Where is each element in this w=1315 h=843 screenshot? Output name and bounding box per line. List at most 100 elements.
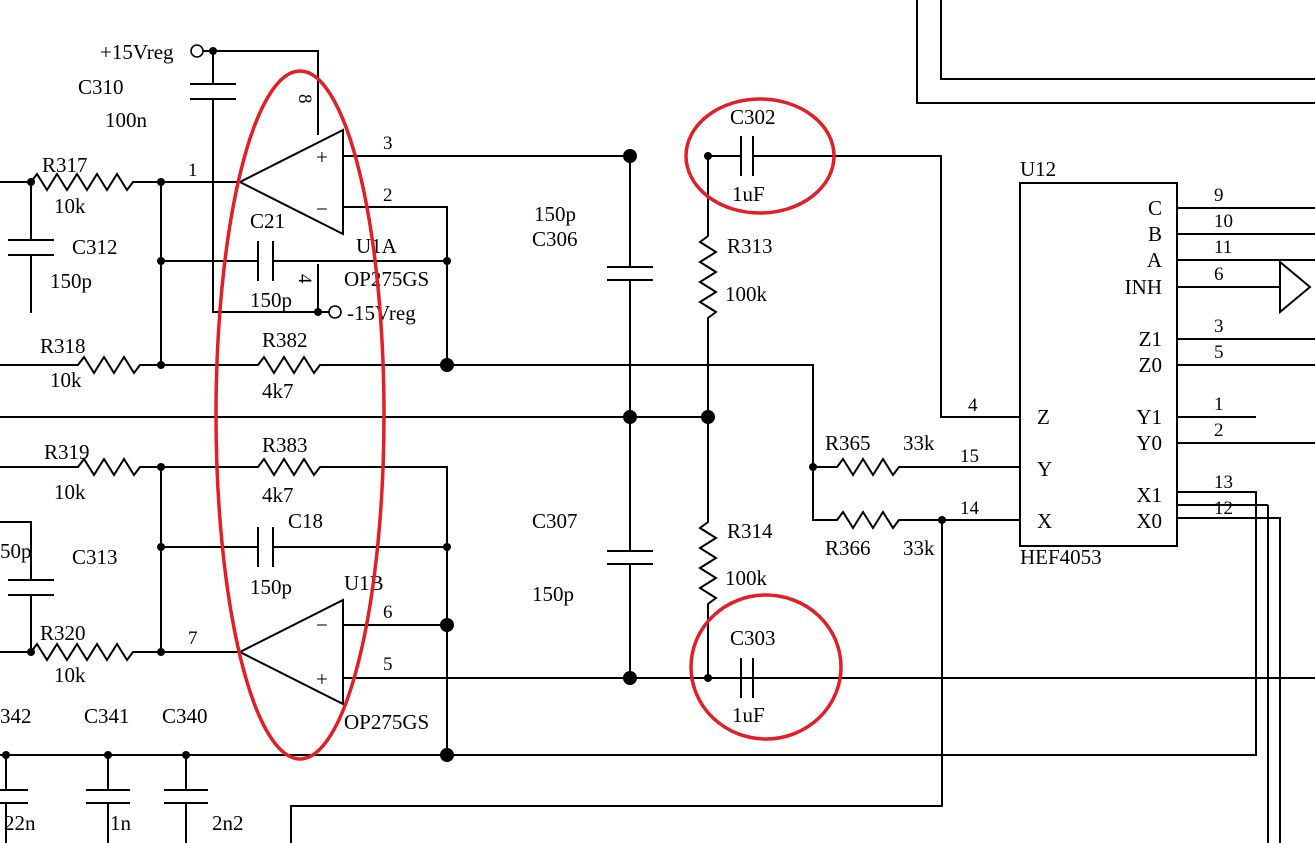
u1b-feedback: [0, 457, 454, 755]
c342-value: 22n: [4, 811, 36, 835]
c310-ref: C310: [78, 75, 124, 99]
u1a-opamp: [237, 128, 630, 365]
u1a-pin4: 4: [294, 274, 315, 284]
c302-symbol: [708, 136, 1020, 418]
inh-port-arrow: [1279, 259, 1312, 315]
c313-value: 50p: [0, 539, 32, 563]
c307-value: 150p: [532, 582, 574, 606]
c312-value: 150p: [50, 269, 92, 293]
u12-pin-num-4: 4: [968, 395, 978, 416]
pos-supply-label: +15Vreg: [100, 40, 174, 64]
c303-ref: C303: [730, 626, 776, 650]
u1b-ref: U1B: [344, 571, 384, 595]
c310-symbol: [190, 83, 236, 100]
u12-pin-num-5: 5: [1214, 342, 1224, 363]
u12-pin-num-14: 14: [960, 498, 980, 519]
c310-value: 100n: [105, 108, 148, 132]
r383-value: 4k7: [262, 483, 294, 507]
u1a-plus-sign: +: [316, 145, 328, 169]
u12-pin-name-y0: Y0: [1136, 431, 1162, 455]
highlight-annotations: [214, 69, 843, 761]
u12-pin-name-x0: X0: [1136, 509, 1162, 533]
c302-highlight-ellipse: [684, 97, 836, 215]
u12-left-pins: Z 4 Y 15 X 14: [960, 395, 1052, 533]
u12-pin-num-13: 13: [1214, 472, 1233, 493]
u1b-pin5: 5: [383, 654, 393, 675]
u1b-part: OP275GS: [344, 710, 429, 734]
r318-value: 10k: [50, 368, 82, 392]
u1b-pin6: 6: [383, 602, 393, 623]
r366-ref: R366: [825, 536, 871, 560]
u12-pin-name-z0: Z0: [1139, 353, 1162, 377]
u12-pin-num-9: 9: [1214, 185, 1224, 206]
u12-pin-num-10: 10: [1214, 211, 1233, 232]
c21-value: 150p: [250, 288, 292, 312]
r317-value: 10k: [54, 194, 86, 218]
u12-pin-num-2: 2: [1214, 420, 1224, 441]
u1b-pin7: 7: [188, 628, 198, 649]
u12-pin-num-3: 3: [1214, 316, 1224, 337]
c302-ref: C302: [730, 105, 776, 129]
r314-ref: R314: [727, 519, 773, 543]
c341-value: 1n: [110, 811, 132, 835]
c307-ref: C307: [532, 509, 578, 533]
u1b-opamp: [237, 598, 1315, 706]
r314-value: 100k: [725, 566, 768, 590]
r313-ref: R313: [727, 234, 773, 258]
u12-pin-name-y: Y: [1037, 457, 1052, 481]
u1a-minus-sign: −: [316, 197, 328, 221]
c302-value: 1uF: [732, 182, 765, 206]
u1b-plus-sign: +: [316, 667, 328, 691]
u12-pin-num-6: 6: [1214, 264, 1224, 285]
enclosure-lines: [916, 0, 1315, 104]
r320-ref: R320: [40, 621, 86, 645]
c303-value: 1uF: [732, 703, 765, 727]
u1a-pin8: 8: [294, 94, 315, 104]
r319-ref: R319: [44, 440, 90, 464]
u1a-ref: U1A: [356, 234, 398, 258]
c340-value: 2n2: [212, 811, 244, 835]
u12-pin-name-x: X: [1037, 509, 1052, 533]
c18-value: 150p: [250, 575, 292, 599]
u12-pin-name-c: C: [1148, 196, 1162, 220]
opamp-highlight-ellipse: [214, 69, 386, 761]
u12-part: HEF4053: [1020, 545, 1102, 569]
mid-bus: [0, 410, 715, 424]
r365-value: 33k: [903, 431, 935, 455]
pos-supply-terminal: [190, 44, 204, 58]
c303-symbol: [708, 658, 754, 698]
c340-ref: C340: [162, 704, 208, 728]
u1a-feedback: [0, 172, 814, 467]
u12-right-pins: C 9 B 10 A 11 INH 6 Z1 3 Z0 5 Y1 1 Y0 2 …: [1125, 185, 1233, 533]
power-supply-wiring: [190, 44, 342, 319]
neg-supply-terminal: [328, 305, 342, 319]
u12-pin-num-11: 11: [1214, 237, 1232, 258]
c21-ref: C21: [250, 209, 285, 233]
u12-body: [1019, 182, 1178, 547]
r365-ref: R365: [825, 431, 871, 455]
u1a-pin1: 1: [188, 160, 198, 181]
u12-pin-name-z: Z: [1037, 405, 1050, 429]
r320-value: 10k: [54, 663, 86, 687]
u1a-pin3: 3: [383, 133, 393, 154]
r319-value: 10k: [54, 480, 86, 504]
c18-symbol: [257, 527, 274, 567]
c312-ref: C312: [72, 235, 118, 259]
c303-highlight-ellipse: [689, 593, 843, 741]
u12-chip: [1019, 182, 1315, 843]
u12-pin-num-12: 12: [1214, 498, 1233, 519]
u12-pin-name-y1: Y1: [1136, 405, 1162, 429]
r366-value: 33k: [903, 536, 935, 560]
r383-ref: R383: [262, 433, 308, 457]
c306-ref: C306: [532, 227, 578, 251]
c18-ref: C18: [288, 509, 323, 533]
r382-ref: R382: [262, 328, 308, 352]
c21-symbol: [257, 241, 274, 281]
u12-pin-num-15: 15: [960, 446, 979, 467]
u12-pin-name-b: B: [1148, 222, 1162, 246]
u1a-pin2: 2: [383, 185, 393, 206]
u12-ref: U12: [1020, 157, 1056, 181]
c313-ref: C313: [72, 545, 118, 569]
bottom-filter-caps: [0, 491, 1257, 843]
r317-ref: R317: [42, 153, 88, 177]
